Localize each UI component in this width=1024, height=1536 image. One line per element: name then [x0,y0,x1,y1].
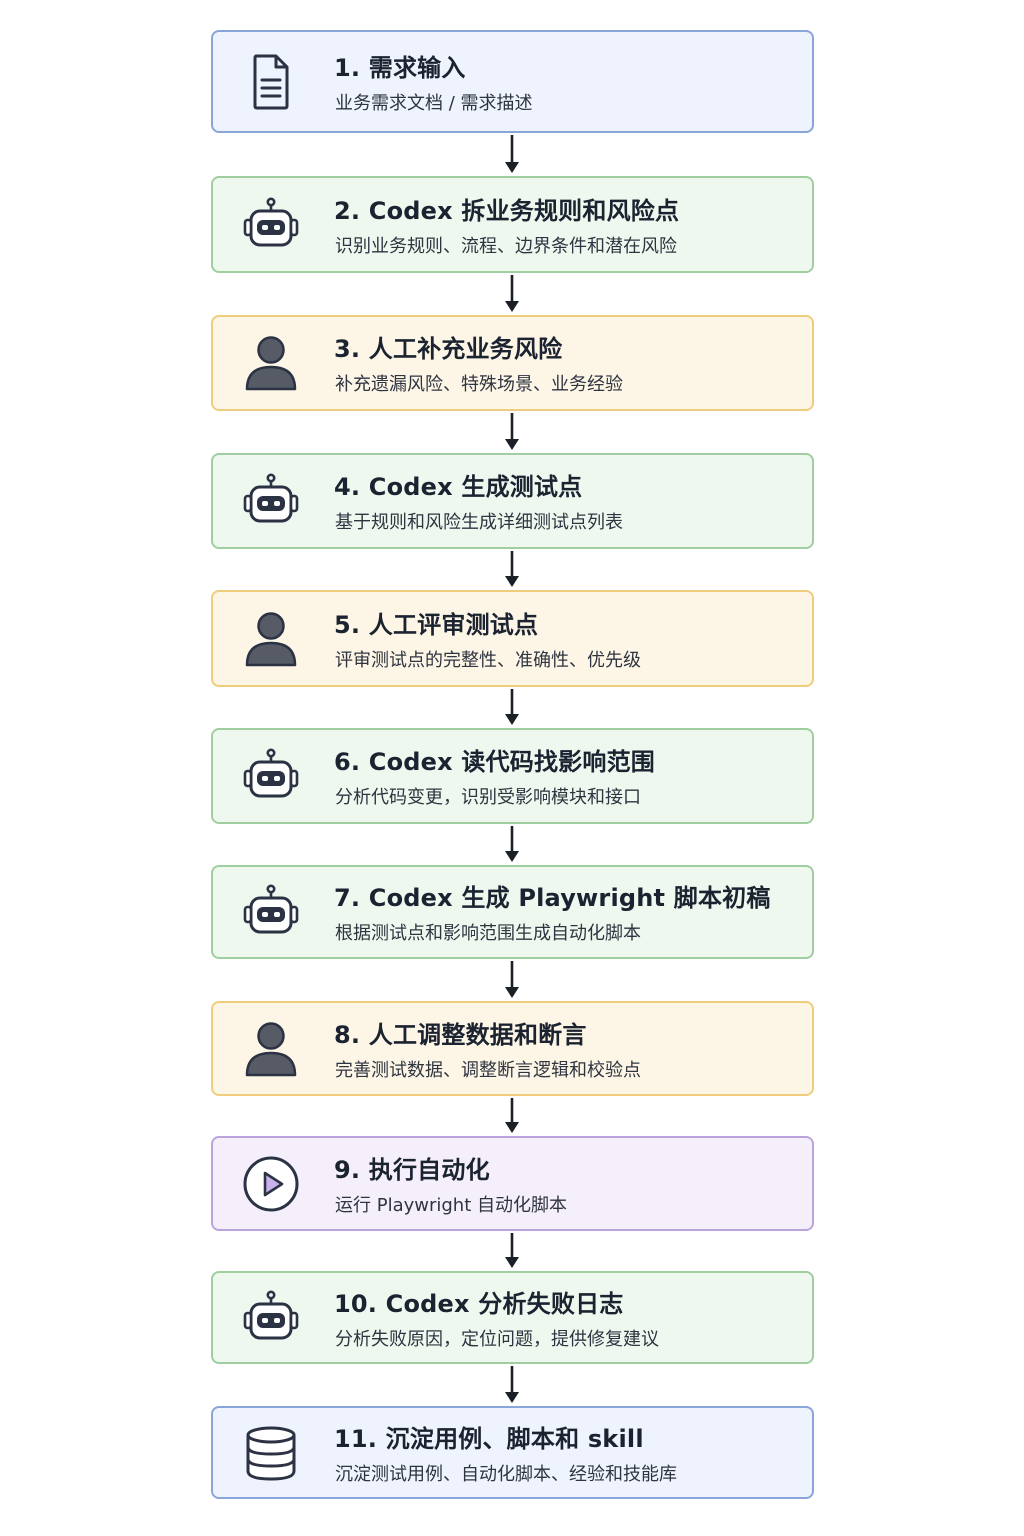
step-box-7: 7. Codex 生成 Playwright 脚本初稿根据测试点和影响范围生成自… [211,865,814,959]
step-description: 分析失败原因，定位问题，提供修复建议 [335,1329,659,1350]
flow-arrow [502,687,522,728]
step-title: 6. Codex 读代码找影响范围 [334,748,655,776]
step-description: 评审测试点的完整性、准确性、优先级 [335,650,641,671]
step-title: 8. 人工调整数据和断言 [334,1021,587,1049]
step-title: 11. 沉淀用例、脚本和 skill [334,1425,644,1453]
step-title: 7. Codex 生成 Playwright 脚本初稿 [334,884,771,912]
robot-icon [239,1286,303,1350]
step-box-8: 8. 人工调整数据和断言完善测试数据、调整断言逻辑和校验点 [211,1001,814,1096]
step-title: 4. Codex 生成测试点 [334,473,583,501]
play-icon [239,1152,303,1216]
step-description: 补充遗漏风险、特殊场景、业务经验 [335,374,623,395]
person-icon [239,607,303,671]
flow-arrow [502,549,522,590]
robot-icon [239,744,303,808]
step-title: 9. 执行自动化 [334,1156,490,1184]
step-box-10: 10. Codex 分析失败日志分析失败原因，定位问题，提供修复建议 [211,1271,814,1364]
step-title: 10. Codex 分析失败日志 [334,1290,624,1318]
step-description: 根据测试点和影响范围生成自动化脚本 [335,923,641,944]
flow-arrow [502,133,522,176]
flow-arrow [502,1096,522,1136]
step-description: 基于规则和风险生成详细测试点列表 [335,512,623,533]
person-icon [239,1017,303,1081]
step-box-3: 3. 人工补充业务风险补充遗漏风险、特殊场景、业务经验 [211,315,814,411]
robot-icon [239,469,303,533]
step-title: 1. 需求输入 [334,54,466,82]
flow-arrow [502,824,522,865]
flow-arrow [502,1231,522,1271]
flow-arrow [502,959,522,1001]
robot-icon [239,193,303,257]
step-description: 业务需求文档 / 需求描述 [335,93,533,114]
step-box-1: 1. 需求输入业务需求文档 / 需求描述 [211,30,814,133]
step-box-11: 11. 沉淀用例、脚本和 skill 沉淀测试用例、自动化脚本、经验和技能库 [211,1406,814,1499]
step-description: 分析代码变更，识别受影响模块和接口 [335,787,641,808]
step-description: 运行 Playwright 自动化脚本 [335,1195,567,1216]
step-title: 3. 人工补充业务风险 [334,335,563,363]
step-title: 5. 人工评审测试点 [334,611,539,639]
flow-arrow [502,273,522,315]
person-icon [239,331,303,395]
step-box-2: 2. Codex 拆业务规则和风险点识别业务规则、流程、边界条件和潜在风险 [211,176,814,273]
document-icon [239,50,303,114]
step-description: 识别业务规则、流程、边界条件和潜在风险 [335,236,677,257]
flow-arrow [502,411,522,453]
step-box-5: 5. 人工评审测试点评审测试点的完整性、准确性、优先级 [211,590,814,687]
robot-icon [239,880,303,944]
step-box-4: 4. Codex 生成测试点基于规则和风险生成详细测试点列表 [211,453,814,549]
step-box-6: 6. Codex 读代码找影响范围分析代码变更，识别受影响模块和接口 [211,728,814,824]
step-box-9: 9. 执行自动化运行 Playwright 自动化脚本 [211,1136,814,1231]
step-description: 沉淀测试用例、自动化脚本、经验和技能库 [335,1464,677,1485]
database-icon [239,1421,303,1485]
step-description: 完善测试数据、调整断言逻辑和校验点 [335,1060,641,1081]
step-title: 2. Codex 拆业务规则和风险点 [334,197,680,225]
flow-arrow [502,1364,522,1406]
